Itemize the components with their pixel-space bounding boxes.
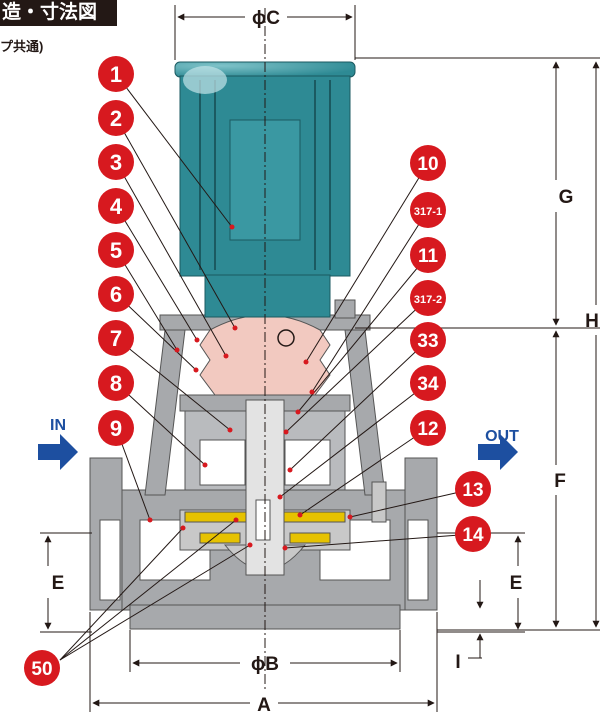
callout-50: 50	[24, 650, 60, 686]
page-title: 造・寸法図	[0, 0, 118, 26]
svg-text:13: 13	[462, 480, 483, 501]
svg-text:6: 6	[110, 282, 122, 307]
dim-i: I	[455, 652, 460, 673]
callout-5: 5	[98, 232, 134, 268]
dim-a: A	[257, 695, 271, 716]
svg-text:7: 7	[110, 326, 122, 351]
svg-text:12: 12	[417, 419, 438, 440]
svg-text:2: 2	[110, 106, 122, 131]
dim-phi-b: ϕB	[251, 654, 279, 675]
svg-text:5: 5	[110, 238, 122, 263]
callout-11: 11	[410, 237, 446, 273]
dim-e-right: E	[510, 573, 523, 594]
svg-text:317-1: 317-1	[414, 206, 442, 218]
page-subtitle: プ共通)	[0, 39, 44, 54]
callout-4: 4	[98, 188, 134, 224]
dim-g: G	[559, 187, 574, 208]
callout-12: 12	[410, 410, 446, 446]
callout-317-2: 317-2	[410, 280, 446, 316]
inlet-label: IN	[50, 417, 66, 434]
callout-14: 14	[455, 516, 491, 552]
callout-1: 1	[98, 56, 134, 92]
leader-lines	[59, 73, 474, 661]
svg-text:14: 14	[462, 525, 484, 546]
dim-h: H	[585, 311, 599, 332]
outlet-arrow: OUT	[478, 428, 519, 470]
callout-3: 3	[98, 144, 134, 180]
svg-text:9: 9	[110, 416, 122, 441]
inlet-arrow: IN	[38, 417, 78, 470]
svg-text:317-2: 317-2	[414, 294, 442, 306]
svg-text:33: 33	[417, 331, 438, 352]
svg-text:10: 10	[417, 154, 438, 175]
svg-text:50: 50	[31, 659, 52, 680]
svg-text:8: 8	[110, 371, 122, 396]
svg-text:3: 3	[110, 150, 122, 175]
callout-34: 34	[410, 365, 446, 401]
svg-text:34: 34	[417, 374, 439, 395]
dim-e-left: E	[52, 573, 65, 594]
svg-text:11: 11	[418, 246, 439, 267]
callout-6: 6	[98, 276, 134, 312]
callout-317-1: 317-1	[410, 192, 446, 228]
callout-13: 13	[455, 471, 491, 507]
callout-9: 9	[98, 410, 134, 446]
callout-8: 8	[98, 365, 134, 401]
callout-10: 10	[410, 145, 446, 181]
svg-text:4: 4	[110, 194, 123, 219]
svg-text:1: 1	[110, 62, 122, 87]
leader-dots	[147, 224, 353, 551]
dim-f: F	[554, 471, 566, 492]
callout-2: 2	[98, 100, 134, 136]
outlet-label: OUT	[485, 428, 519, 445]
dim-phi-c: ϕC	[252, 8, 280, 29]
callout-7: 7	[98, 320, 134, 356]
callout-33: 33	[410, 322, 446, 358]
